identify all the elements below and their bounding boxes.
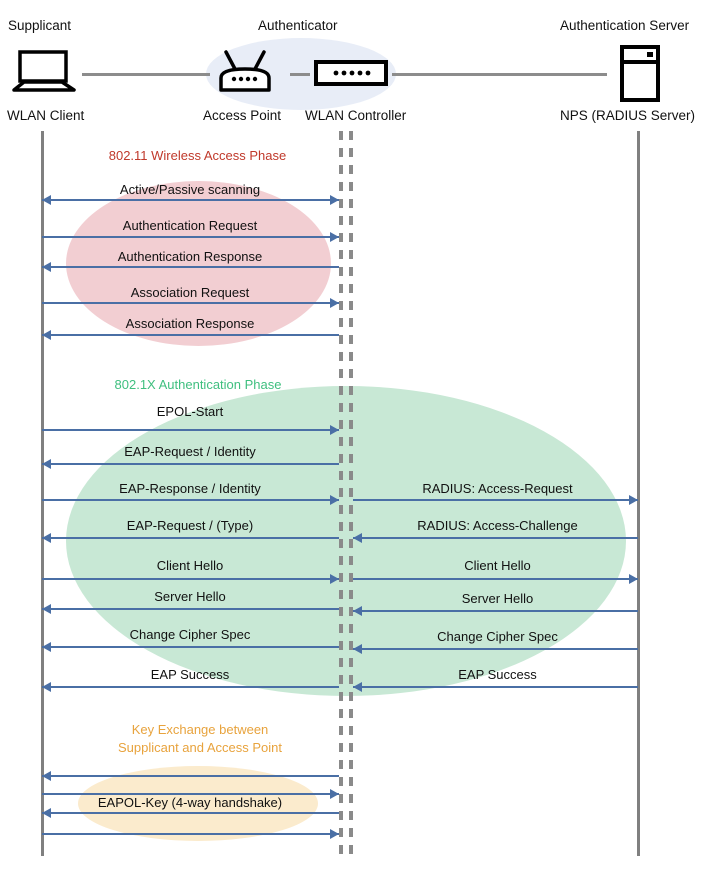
arrowhead-left-icon	[42, 641, 51, 652]
arrowhead-left-icon	[353, 643, 362, 654]
phase-title-key-exchange-line2: Supplicant and Access Point	[117, 740, 283, 755]
message-label-client-hello-left: Client Hello	[156, 558, 224, 573]
arrowhead-left-icon	[42, 458, 51, 469]
message-label-eap-success-right: EAP Success	[458, 667, 537, 682]
message-label-client-hello-right: Client Hello	[464, 558, 531, 573]
message-label-association-request: Association Request	[130, 285, 250, 300]
arrowhead-left-icon	[353, 681, 362, 692]
message-label-radius-access-request: RADIUS: Access-Request	[422, 481, 573, 496]
arrowhead-right-icon	[629, 494, 638, 505]
arrowhead-left-icon	[42, 807, 51, 818]
actor-role-authentication-server: Authentication Server	[560, 18, 690, 33]
wlan-controller-icon	[314, 58, 388, 93]
actor-caption-wlan-controller: WLAN Controller	[305, 108, 407, 123]
message-label-eap-success-left: EAP Success	[150, 667, 230, 682]
message-label-epol-start: EPOL-Start	[156, 404, 224, 419]
phase-ellipse-80211	[66, 181, 331, 346]
actor-role-authenticator: Authenticator	[258, 18, 338, 33]
arrowhead-right-icon	[629, 573, 638, 584]
arrowhead-right-icon	[330, 788, 339, 799]
lifeline-access-point	[339, 131, 343, 856]
phase-ellipse-8021x	[66, 386, 626, 696]
message-label-authentication-request: Authentication Request	[122, 218, 258, 233]
server-icon	[619, 45, 661, 107]
access-point-icon	[213, 48, 277, 101]
link-client-to-ap	[82, 73, 210, 76]
arrowhead-left-icon	[42, 194, 51, 205]
message-label-association-response: Association Response	[125, 316, 255, 331]
message-label-change-cipher-spec-right: Change Cipher Spec	[437, 629, 558, 644]
message-label-radius-access-challenge: RADIUS: Access-Challenge	[417, 518, 578, 533]
phase-title-8021x: 802.1X Authentication Phase	[114, 377, 282, 392]
arrowhead-right-icon	[330, 573, 339, 584]
arrowhead-right-icon	[330, 231, 339, 242]
actor-caption-access-point: Access Point	[203, 108, 282, 123]
lifeline-wlan-controller	[349, 131, 353, 856]
message-label-server-hello-right: Server Hello	[461, 591, 534, 606]
message-label-eap-request-identity: EAP-Request / Identity	[124, 444, 256, 459]
arrowhead-left-icon	[42, 532, 51, 543]
message-label-eap-response-identity: EAP-Response / Identity	[119, 481, 261, 496]
arrowhead-left-icon	[42, 681, 51, 692]
arrowhead-left-icon	[42, 329, 51, 340]
phase-ellipse-key-exchange	[78, 766, 318, 841]
actor-caption-wlan-client: WLAN Client	[7, 108, 85, 123]
arrowhead-right-icon	[330, 297, 339, 308]
message-label-active-passive-scanning: Active/Passive scanning	[119, 182, 261, 197]
arrowhead-left-icon	[353, 532, 362, 543]
arrowhead-right-icon	[330, 494, 339, 505]
link-controller-to-nps	[392, 73, 607, 76]
lifeline-supplicant	[41, 131, 44, 856]
message-label-authentication-response: Authentication Response	[117, 249, 263, 264]
message-label-eapol-key-4-way-handshake: EAPOL-Key (4-way handshake)	[97, 795, 283, 810]
phase-title-key-exchange-line1: Key Exchange between	[131, 722, 269, 737]
arrowhead-left-icon	[42, 603, 51, 614]
phase-title-80211: 802.11 Wireless Access Phase	[108, 148, 287, 163]
laptop-icon	[10, 50, 78, 99]
message-label-server-hello-left: Server Hello	[154, 589, 226, 604]
arrowhead-right-icon	[330, 194, 339, 205]
arrowhead-left-icon	[353, 605, 362, 616]
lifeline-authentication-server	[637, 131, 640, 856]
arrowhead-left-icon	[42, 770, 51, 781]
link-ap-to-controller	[290, 73, 310, 76]
message-label-change-cipher-spec-left: Change Cipher Spec	[129, 627, 251, 642]
arrowhead-left-icon	[42, 261, 51, 272]
arrowhead-right-icon	[330, 828, 339, 839]
arrowhead-right-icon	[330, 424, 339, 435]
message-label-eap-request-type: EAP-Request / (Type)	[126, 518, 254, 533]
actor-role-supplicant: Supplicant	[8, 18, 72, 33]
actor-caption-nps: NPS (RADIUS Server)	[560, 108, 696, 123]
